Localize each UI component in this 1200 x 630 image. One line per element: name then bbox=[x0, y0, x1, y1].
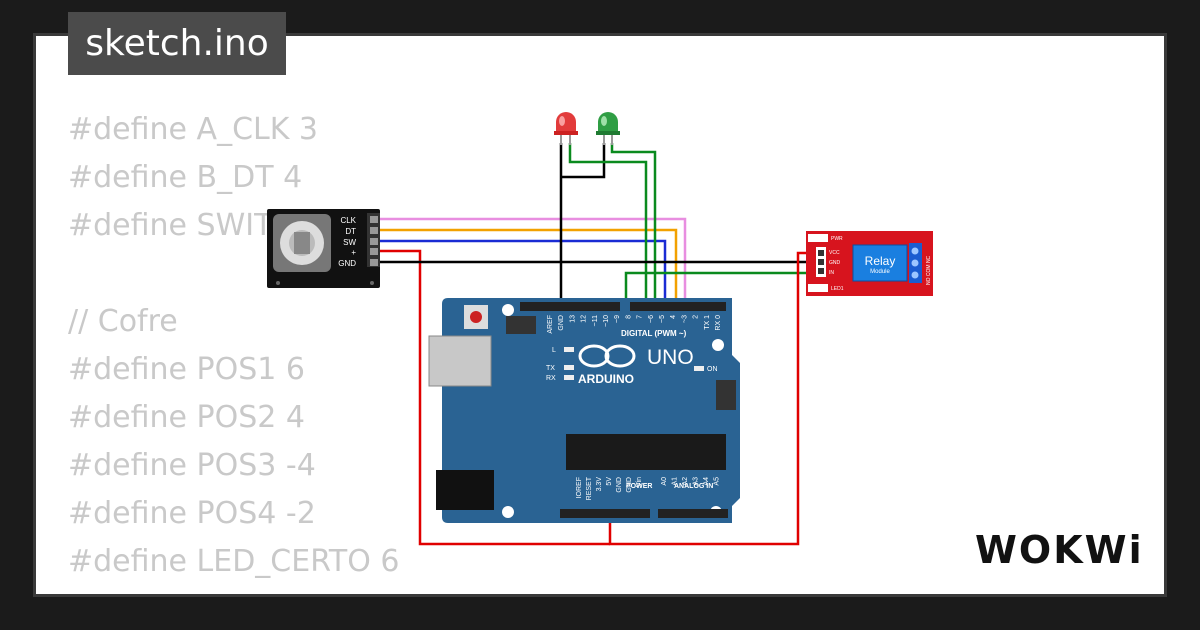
encoder-pin-dt: DT bbox=[345, 227, 356, 236]
arduino-pin-label: A0 bbox=[661, 477, 668, 486]
arduino-top-pin-labels: AREF GND 13 12 ~11 ~10 ~9 8 7 ~6 ~5 4 ~3 2 TX 1 RX 0 bbox=[547, 315, 722, 334]
wire-clk bbox=[380, 217, 687, 305]
arduino-pin-label: Vin bbox=[636, 477, 643, 487]
code-line: // Cofre bbox=[68, 304, 178, 339]
wires bbox=[380, 143, 818, 546]
arduino-analog-label: ANALOG IN bbox=[674, 483, 713, 490]
arduino-pin-label: 4 bbox=[670, 315, 677, 319]
arduino-pin-label: 7 bbox=[637, 315, 644, 319]
arduino-pin-label: 13 bbox=[569, 315, 576, 323]
relay-pin-in: IN bbox=[829, 270, 834, 276]
encoder-pins bbox=[367, 213, 380, 267]
code-line: #define LED_CERTO 6 bbox=[68, 544, 400, 579]
arduino-pin-label: A3 bbox=[693, 477, 700, 486]
code-line: #define POS1 6 bbox=[68, 352, 305, 387]
code-line: #define POS3 -4 bbox=[68, 448, 316, 483]
wire-vcc-encoder bbox=[380, 249, 610, 546]
code-line: #define POS2 4 bbox=[68, 400, 305, 435]
arduino-pin-label: ~6 bbox=[648, 315, 655, 323]
encoder-pin-vcc: + bbox=[351, 248, 356, 257]
wire-in-relay bbox=[624, 271, 818, 305]
arduino-pin-label: RESET bbox=[586, 476, 593, 500]
arduino-pin-label: ~9 bbox=[614, 315, 621, 323]
arduino-on-label: ON bbox=[707, 366, 718, 373]
arduino-pin-label: 2 bbox=[693, 315, 700, 319]
preview-card: #define A_CLK 3#define B_DT 4#define SWI… bbox=[36, 36, 1164, 594]
code-line: #define POS4 -2 bbox=[68, 496, 316, 531]
arduino-pin-label: 12 bbox=[581, 315, 588, 323]
led-red[interactable] bbox=[554, 112, 578, 145]
wire-led-green-signal bbox=[610, 143, 657, 305]
wire-led-green-gnd bbox=[561, 143, 606, 179]
arduino-pin-label: AREF bbox=[547, 315, 554, 334]
relay-terminals-label: NO COM NC bbox=[926, 255, 932, 285]
code-line: #define A_CLK 3 bbox=[68, 112, 319, 147]
arduino-pin-label: 8 bbox=[625, 315, 632, 319]
code-line: #define B_DT 4 bbox=[68, 160, 303, 195]
wire-dt bbox=[380, 228, 678, 305]
encoder-pin-gnd: GND bbox=[338, 259, 356, 268]
sketch-title: sketch.ino bbox=[68, 12, 286, 75]
arduino-pin-label: A1 bbox=[672, 477, 679, 486]
relay-sublabel: Module bbox=[870, 269, 890, 275]
relay-pin-gnd: GND bbox=[829, 260, 841, 266]
arduino-pin-label: 5V bbox=[606, 477, 613, 486]
arduino-pin-label: GND bbox=[626, 477, 633, 493]
code-line: #define LED_ERRADO 7 bbox=[68, 586, 426, 594]
arduino-pin-label: ~3 bbox=[681, 315, 688, 323]
arduino-uno[interactable]: ARDUINO UNO DIGITAL (PWM ~) POWER ANALOG… bbox=[428, 298, 740, 523]
arduino-power-label: POWER bbox=[626, 483, 652, 490]
arduino-pin-label: ~10 bbox=[603, 315, 610, 327]
led-green[interactable] bbox=[596, 112, 620, 145]
arduino-pin-label: TX 1 bbox=[704, 315, 711, 330]
arduino-digital-label: DIGITAL (PWM ~) bbox=[621, 329, 687, 338]
arduino-pin-label: A5 bbox=[714, 477, 721, 486]
arduino-pin-label: IOREF bbox=[576, 477, 583, 498]
arduino-l-label: L bbox=[552, 347, 556, 354]
arduino-pin-label: 3.3V bbox=[596, 477, 603, 492]
wire-led-red-signal bbox=[568, 143, 648, 305]
arduino-pin-label: GND bbox=[616, 477, 623, 493]
arduino-pin-label: ~5 bbox=[659, 315, 666, 323]
wire-sw bbox=[380, 239, 667, 305]
relay-module[interactable]: Relay Module VCC GND IN PWR LED1 NO COM … bbox=[806, 231, 933, 296]
relay-led-label: LED1 bbox=[831, 286, 844, 292]
arduino-rx-label: RX bbox=[546, 375, 556, 382]
encoder-pin-clk: CLK bbox=[340, 216, 356, 225]
arduino-pin-label: ~11 bbox=[592, 315, 599, 326]
wokwi-logo: WOKWi bbox=[975, 528, 1144, 572]
arduino-pin-label: GND bbox=[558, 315, 565, 331]
arduino-tx-label: TX bbox=[546, 365, 555, 372]
wire-vcc-relay bbox=[608, 251, 818, 546]
arduino-model: UNO bbox=[647, 346, 694, 369]
rotary-encoder[interactable]: CLK DT SW + GND bbox=[267, 209, 380, 288]
encoder-pin-sw: SW bbox=[343, 238, 356, 247]
arduino-pin-label: A4 bbox=[703, 477, 710, 486]
relay-label: Relay bbox=[865, 254, 896, 268]
arduino-pin-label: RX 0 bbox=[715, 315, 722, 331]
relay-pwr-label: PWR bbox=[831, 236, 843, 242]
arduino-brand: ARDUINO bbox=[578, 372, 634, 386]
circuit-diagram: CLK DT SW + GND Relay Module V bbox=[267, 112, 933, 546]
relay-pin-vcc: VCC bbox=[829, 250, 840, 256]
arduino-pin-label: A2 bbox=[682, 477, 689, 486]
